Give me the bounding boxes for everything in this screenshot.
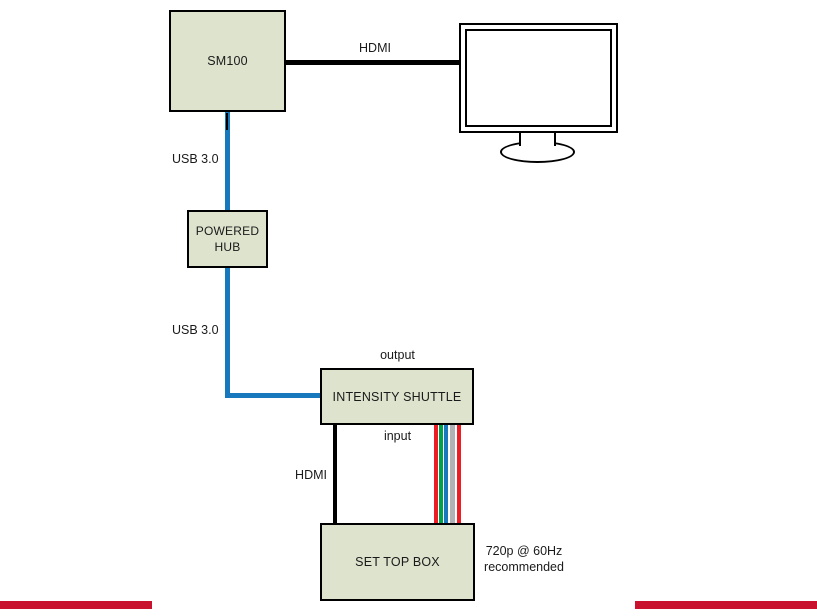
label-usb30-upper: USB 3.0 — [172, 152, 219, 166]
label-recommendation-line2: recommended — [484, 560, 564, 574]
label-output: output — [380, 348, 415, 362]
component-cable-green — [439, 425, 443, 524]
usb-cable-sm100-to-hub — [225, 112, 230, 210]
monitor-icon — [459, 23, 618, 133]
node-sm100: SM100 — [169, 10, 286, 112]
usb-cable-hub-to-shuttle-vertical — [225, 268, 230, 398]
hdmi-cable-shuttle-to-stb — [333, 425, 337, 524]
red-accent-bar-right — [635, 601, 817, 609]
component-cable-red-1 — [434, 425, 438, 524]
hdmi-cable-sm100-to-monitor — [285, 60, 459, 65]
usb-cable-hub-to-shuttle-horizontal — [225, 393, 320, 398]
node-set-top-box-label: SET TOP BOX — [355, 555, 440, 569]
node-set-top-box: SET TOP BOX — [320, 523, 475, 601]
red-accent-bar-left — [0, 601, 152, 609]
monitor-screen — [465, 29, 612, 127]
node-powered-hub-label: POWERED HUB — [195, 224, 260, 254]
node-powered-hub: POWERED HUB — [187, 210, 268, 268]
label-hdmi-lower: HDMI — [295, 468, 327, 482]
node-intensity-shuttle-label: INTENSITY SHUTTLE — [332, 389, 462, 404]
component-cable-gray — [450, 425, 455, 524]
label-input: input — [383, 429, 412, 443]
label-usb30-lower: USB 3.0 — [172, 323, 219, 337]
node-sm100-label: SM100 — [207, 54, 248, 68]
usb-cable-connector-tick — [226, 113, 228, 130]
label-recommendation-line1: 720p @ 60Hz — [485, 544, 563, 558]
component-cable-red-2 — [457, 425, 461, 524]
label-hdmi-top: HDMI — [359, 41, 391, 55]
component-cable-blue — [444, 425, 448, 524]
label-recommendation: 720p @ 60Hz recommended — [467, 543, 581, 575]
node-intensity-shuttle: INTENSITY SHUTTLE — [320, 368, 474, 425]
monitor-stand-neck — [519, 133, 556, 146]
